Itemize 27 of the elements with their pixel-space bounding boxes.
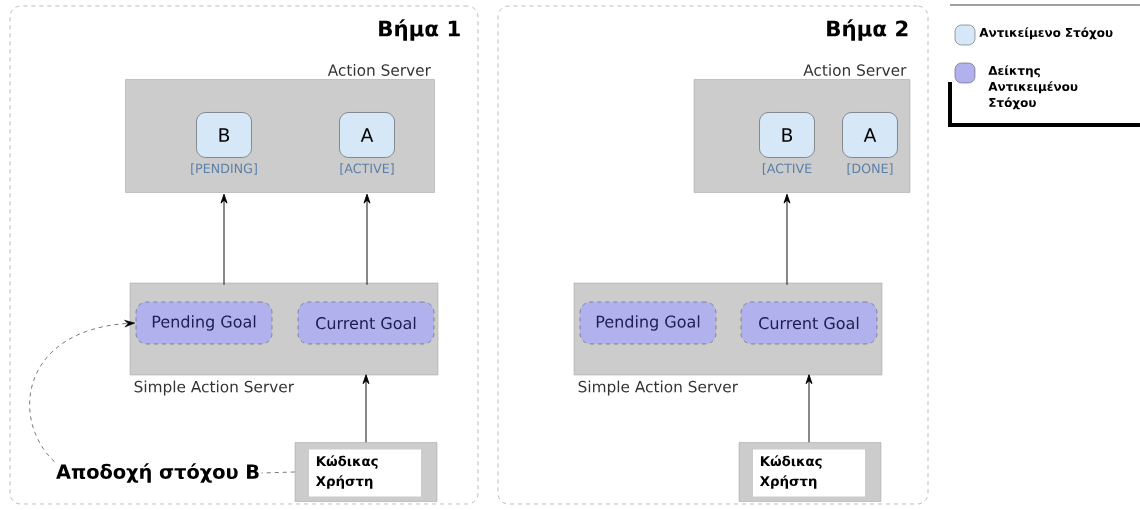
node-label: Action Server [803, 64, 907, 76]
node-label: Action Server [327, 64, 431, 76]
status-label: [PENDING] [191, 163, 257, 175]
arrow [805, 374, 813, 443]
goal-object: A [339, 112, 395, 158]
legend-text: Αντικείμενο Στόχου [979, 27, 1113, 40]
arrow [363, 193, 371, 286]
annotation-text: Αποδοχή στόχου B [56, 463, 259, 483]
legend-text: Δείκτης Αντικειμένου Στόχου [988, 65, 1078, 110]
goal-pointer: Pending Goal [135, 301, 273, 345]
goal-object: B [759, 112, 815, 158]
arrow [362, 374, 370, 443]
user-code-box: Κώδικας Χρήστη [294, 442, 438, 502]
status-label: [ACTIVE] [340, 163, 394, 175]
goal-pointer: Current Goal [740, 301, 878, 345]
arrow [783, 193, 791, 286]
goal-object: B [196, 112, 252, 158]
node-label: Simple Action Server [578, 380, 739, 396]
status-label: [DONE] [847, 163, 893, 175]
status-label: [ACTIVE [762, 163, 812, 175]
goal-pointer: Pending Goal [579, 301, 717, 345]
arrow [29, 320, 136, 462]
node-label: Simple Action Server [134, 380, 295, 396]
user-code-box: Κώδικας Χρήστη [738, 442, 882, 502]
arrow [220, 193, 228, 286]
goal-object: A [842, 112, 898, 158]
goal-pointer: Current Goal [297, 301, 435, 345]
